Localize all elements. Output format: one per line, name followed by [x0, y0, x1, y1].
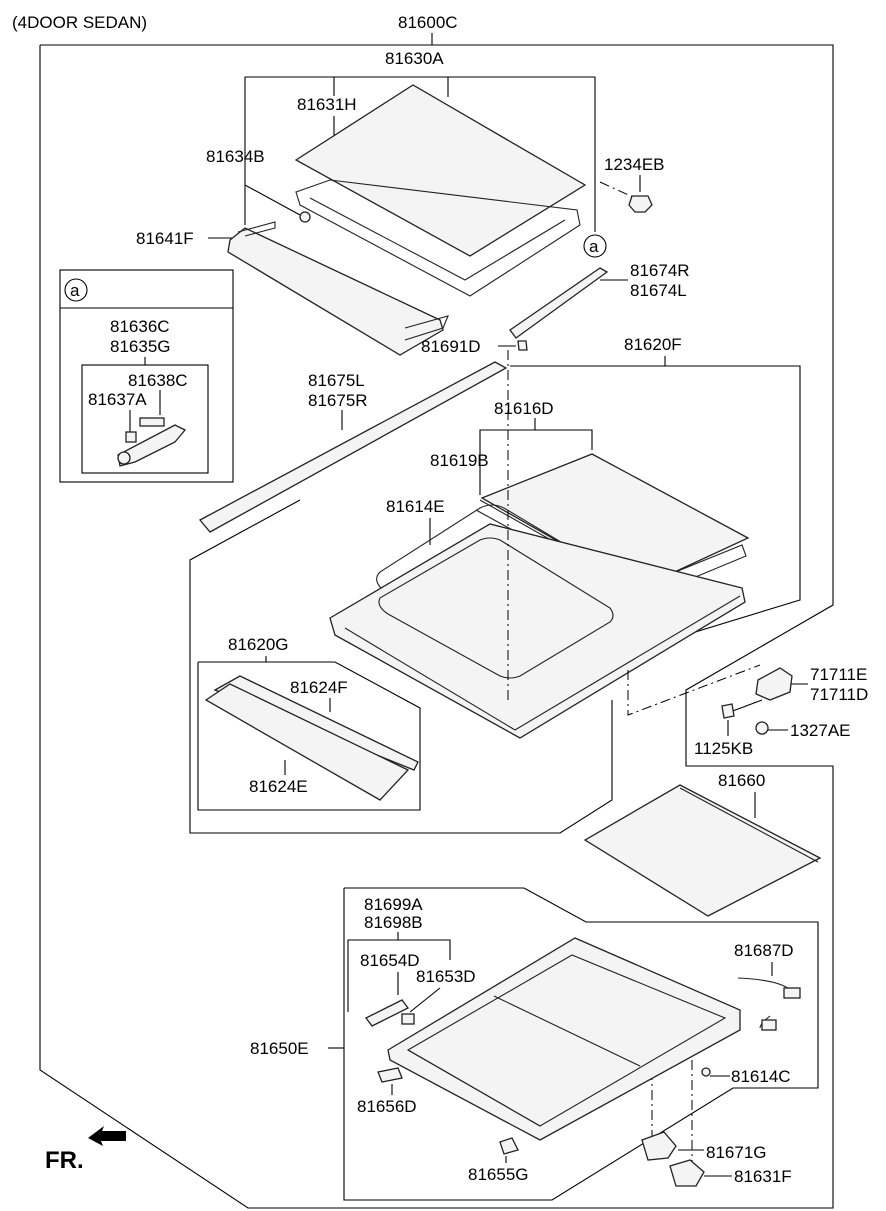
outer-assembly-boundary: [39, 44, 834, 1209]
label-81620F[interactable]: 81620F: [624, 335, 682, 354]
inset-a-frame: [59, 269, 234, 483]
inset-callout-text: a: [70, 281, 80, 300]
frame-assembly-group: 81699A 81698B 81654D 81653D 81650E 81687…: [250, 887, 819, 1201]
label-81687D[interactable]: 81687D: [734, 941, 794, 960]
label-81656D[interactable]: 81656D: [357, 1097, 417, 1116]
label-81624E[interactable]: 81624E: [249, 777, 308, 796]
clip-81691D-part: [517, 340, 528, 351]
label-81638C[interactable]: 81638C: [128, 371, 188, 390]
label-71711E[interactable]: 71711E: [810, 665, 867, 684]
sunshade-81660-part: [583, 784, 822, 917]
label-81660[interactable]: 81660: [718, 771, 765, 790]
clip-81653D-part: [401, 1013, 415, 1025]
callout-a-circle: [583, 234, 607, 258]
label-81614E[interactable]: 81614E: [386, 497, 445, 516]
label-1327AE[interactable]: 1327AE: [790, 721, 851, 740]
nut-1327AE-part: [755, 721, 769, 735]
callout-a-text: a: [589, 237, 599, 256]
bracket-81656D-part: [377, 1067, 403, 1083]
roof-panel-group: 81620F 81616D 81619B 81614E: [189, 335, 801, 834]
label-1125KB[interactable]: 1125KB: [694, 739, 753, 758]
label-81674R[interactable]: 81674R: [630, 261, 690, 280]
front-arrow-icon: [88, 1126, 126, 1146]
glass-clip-part: [299, 211, 311, 223]
motor-81654D-part: [365, 999, 409, 1027]
label-81675R[interactable]: 81675R: [308, 391, 368, 410]
bracket-71711-part: [755, 667, 793, 701]
bracket-81636C-part: [117, 424, 187, 467]
deflector-81641F-part: [227, 227, 444, 356]
rail-cover-group: 81675L 81675R: [198, 361, 508, 533]
label-81620G[interactable]: 81620G: [228, 635, 289, 654]
roof-panel-81620F-part: [329, 523, 746, 739]
label-81631H[interactable]: 81631H: [297, 95, 357, 114]
front-direction-marker: FR.: [45, 1126, 126, 1174]
label-81674L[interactable]: 81674L: [630, 281, 687, 300]
rail-cover-81675-part: [198, 361, 508, 533]
front-label: FR.: [45, 1147, 84, 1174]
weatherstrip-group: 81674R 81674L 81691D: [421, 261, 690, 356]
glass-assembly-group: 81600C 81630A 81631H 81634B 1234EB a: [206, 13, 665, 297]
motor-81671G-part: [641, 1131, 677, 1161]
label-81637A[interactable]: 81637A: [88, 390, 147, 409]
bracket-group: 71711E 71711D 1125KB 1327AE: [694, 665, 868, 758]
label-81616D[interactable]: 81616D: [494, 399, 554, 418]
label-81630A[interactable]: 81630A: [385, 49, 444, 68]
inset-a-group: a 81636C 81635G 81638C 81637A: [59, 269, 234, 483]
label-81654D[interactable]: 81654D: [360, 951, 420, 970]
label-81624F[interactable]: 81624F: [290, 678, 348, 697]
label-81636C[interactable]: 81636C: [110, 317, 170, 336]
label-81653D[interactable]: 81653D: [416, 967, 476, 986]
rail-81624E-part: [204, 683, 410, 801]
label-81635G[interactable]: 81635G: [110, 337, 171, 356]
glass-panel-part: [294, 84, 587, 257]
label-81614C[interactable]: 81614C: [731, 1067, 791, 1086]
motor-81631F-part: [669, 1159, 705, 1187]
label-81634B[interactable]: 81634B: [206, 147, 265, 166]
deflector-group: 81641F: [136, 221, 449, 356]
label-81698B[interactable]: 81698B: [364, 913, 423, 932]
weatherstrip-81674-part: [509, 267, 609, 339]
link-81638C-part: [139, 417, 165, 427]
screw-81614C-part: [701, 1067, 711, 1077]
nut-1234EB-part: [628, 195, 653, 213]
glass-frame-part: [295, 179, 581, 297]
label-81675L[interactable]: 81675L: [308, 371, 365, 390]
rail-inset-group: 81620G 81624F 81624E: [197, 635, 421, 811]
sunshade-group: 81660: [583, 771, 822, 917]
label-81641F[interactable]: 81641F: [136, 229, 194, 248]
clip-81655G-part: [499, 1137, 519, 1155]
label-81671G[interactable]: 81671G: [706, 1143, 767, 1162]
label-81619B[interactable]: 81619B: [430, 451, 489, 470]
link-81637A-part: [125, 431, 137, 443]
label-81631F[interactable]: 81631F: [734, 1167, 792, 1186]
label-81600C[interactable]: 81600C: [398, 13, 458, 32]
diagram-title: (4DOOR SEDAN): [12, 13, 147, 32]
label-81655G[interactable]: 81655G: [468, 1165, 529, 1184]
label-1234EB[interactable]: 1234EB: [604, 155, 665, 174]
label-81650E[interactable]: 81650E: [250, 1039, 309, 1058]
label-81699A[interactable]: 81699A: [364, 895, 423, 914]
label-71711D[interactable]: 71711D: [810, 685, 868, 704]
bolt-1125KB-part: [721, 703, 735, 719]
label-81691D[interactable]: 81691D: [421, 337, 481, 356]
